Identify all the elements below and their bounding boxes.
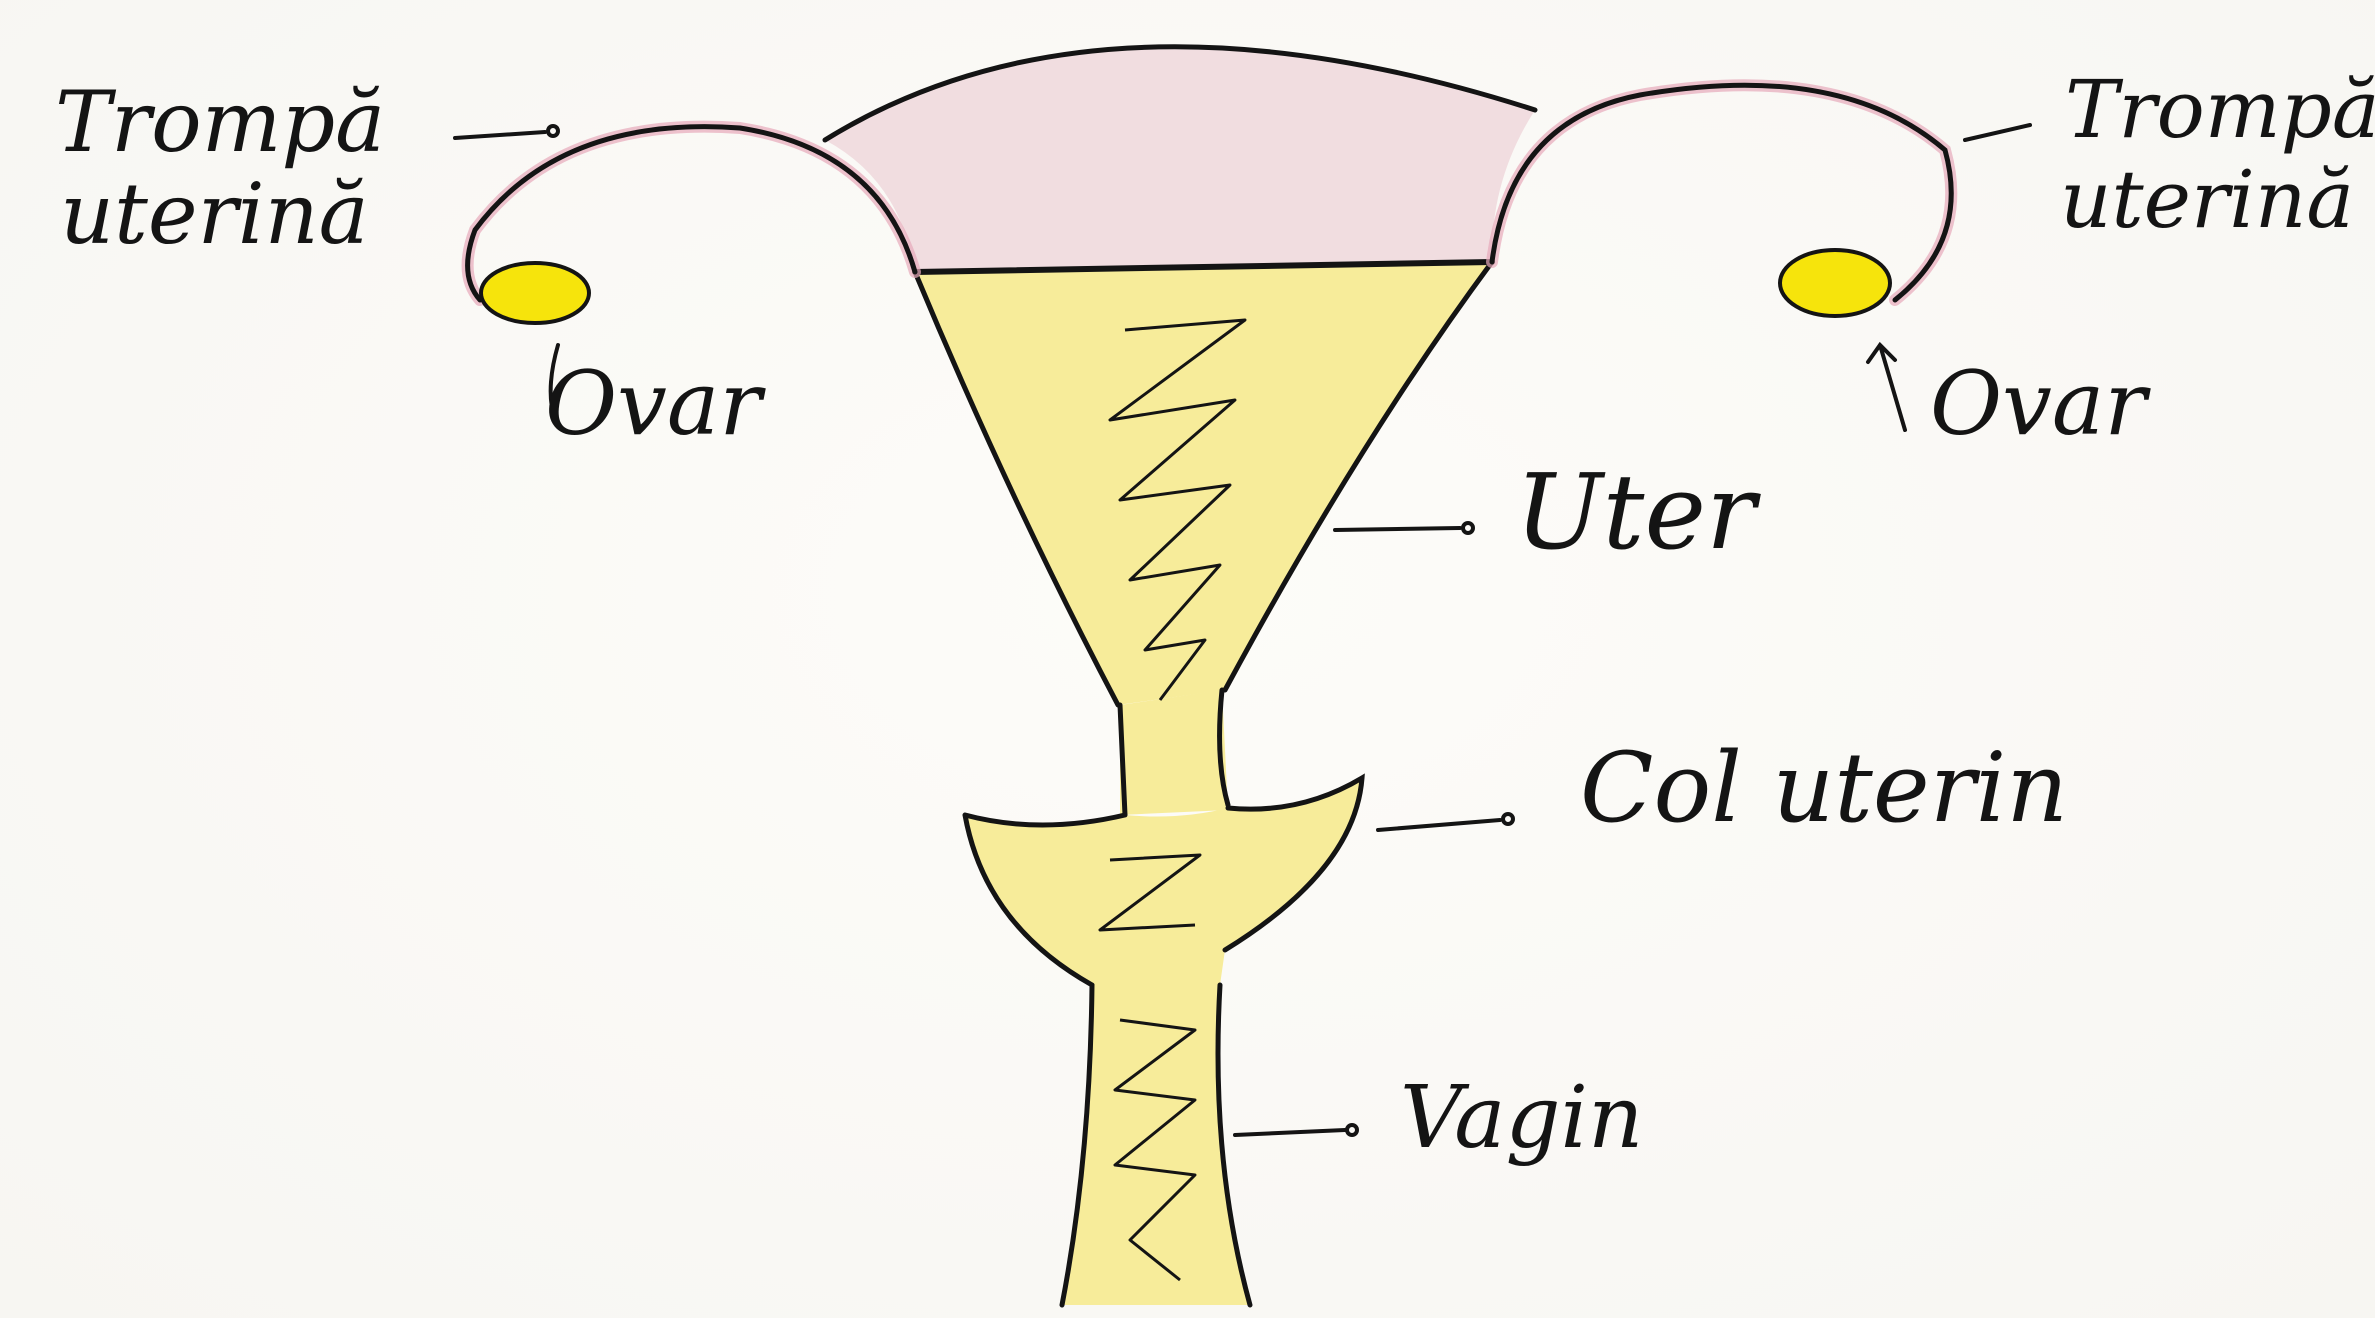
leader-vagin-tip: [1347, 1125, 1357, 1135]
label-ovar-left: Ovar: [545, 360, 761, 448]
ovary-right: [1780, 250, 1890, 316]
leader-uter: [1335, 528, 1460, 530]
label-col-uterin: Col uterin: [1580, 740, 2068, 836]
leader-uter-tip: [1463, 523, 1473, 533]
leader-vagin: [1235, 1130, 1345, 1135]
label-trompa-left-line1: Trompă: [55, 80, 385, 164]
cervix-neck: [1120, 690, 1228, 815]
leader-trompa-left: [455, 132, 545, 138]
label-trompa-left-line2: uterină: [60, 172, 369, 256]
label-vagin: Vagin: [1400, 1075, 1643, 1161]
label-trompa-right-line2: uterină: [2060, 160, 2354, 240]
leader-col: [1378, 820, 1500, 830]
uterus-body: [915, 262, 1492, 705]
label-uter: Uter: [1515, 460, 1756, 564]
ovary-left: [481, 263, 589, 323]
leader-trompa-left-tip: [548, 126, 558, 136]
label-ovar-right: Ovar: [1930, 360, 2146, 448]
leader-col-tip: [1503, 814, 1513, 824]
label-trompa-right-line1: Trompă: [2065, 70, 2375, 150]
leader-ovar-right: [1868, 345, 1905, 430]
leader-trompa-right: [1965, 125, 2030, 140]
